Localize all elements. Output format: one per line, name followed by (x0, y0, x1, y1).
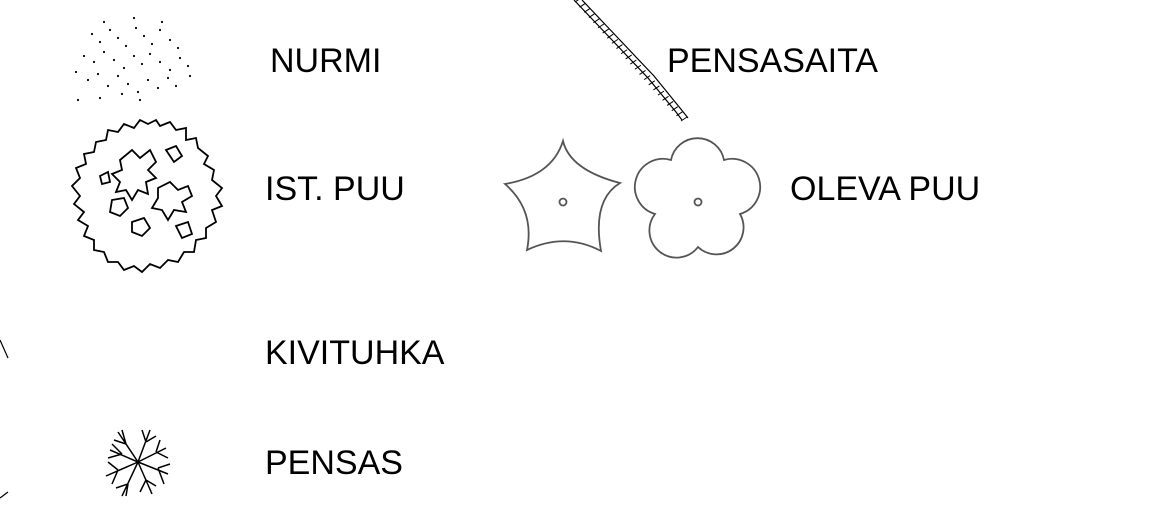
label-nurmi: NURMI (270, 42, 382, 80)
existing-tree-star-icon (502, 137, 623, 253)
label-ist-puu: IST. PUU (265, 170, 405, 208)
tree-canopy-icon (70, 118, 224, 274)
gravel-edge-icon (0, 339, 9, 499)
shrub-icon (105, 429, 171, 497)
label-kivituhka: KIVITUHKA (265, 334, 445, 372)
label-oleva-puu: OLEVA PUU (790, 170, 981, 208)
hedge-line-icon (573, 0, 689, 122)
label-pensasaita: PENSASAITA (667, 42, 878, 80)
stipple-dots-icon (74, 16, 192, 102)
existing-tree-icon (633, 137, 762, 259)
label-pensas: PENSAS (265, 444, 403, 482)
